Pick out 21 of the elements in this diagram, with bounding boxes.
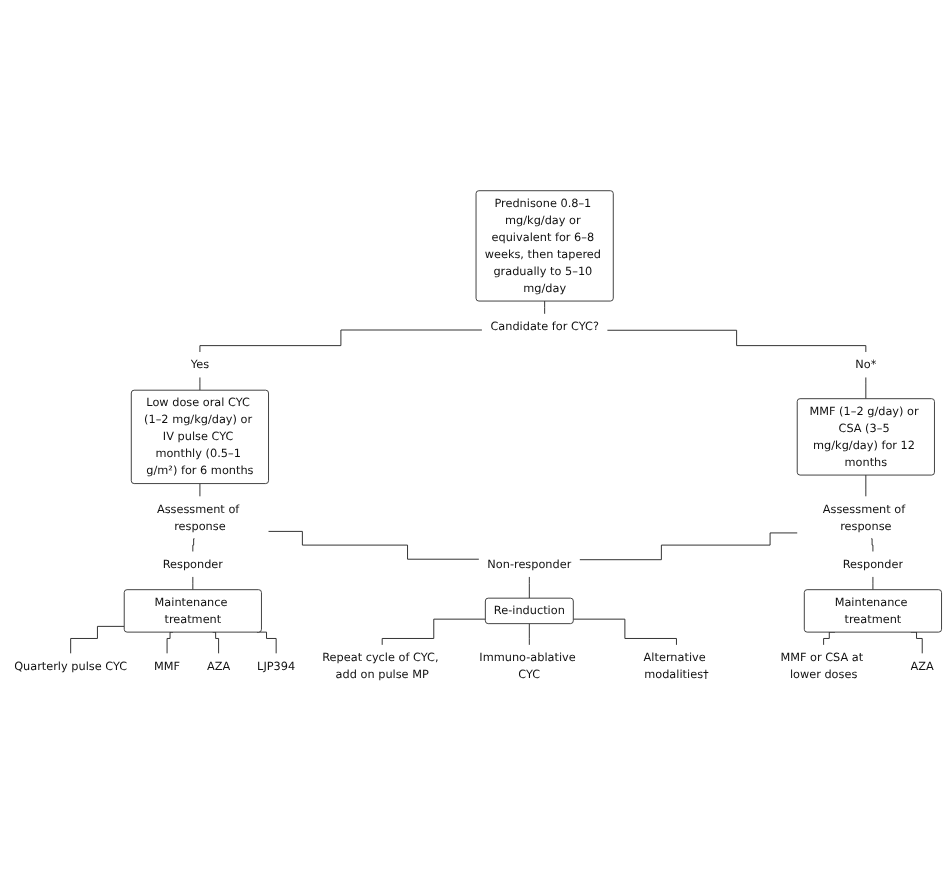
connector [381,618,486,646]
connector [528,623,530,646]
connector [606,329,867,353]
connector [544,300,546,315]
connector [70,625,125,654]
connector [579,532,798,561]
connector [865,377,867,400]
connector [192,576,194,591]
connector [199,377,201,391]
connector [256,631,277,654]
connector [872,576,874,591]
connector [192,538,195,552]
connector [870,538,874,552]
connector [528,576,530,599]
connector [572,618,677,646]
connector [865,474,867,497]
connector [199,329,483,353]
connector [268,530,480,560]
connector [212,631,220,654]
connector [199,483,201,497]
connector [166,631,174,654]
